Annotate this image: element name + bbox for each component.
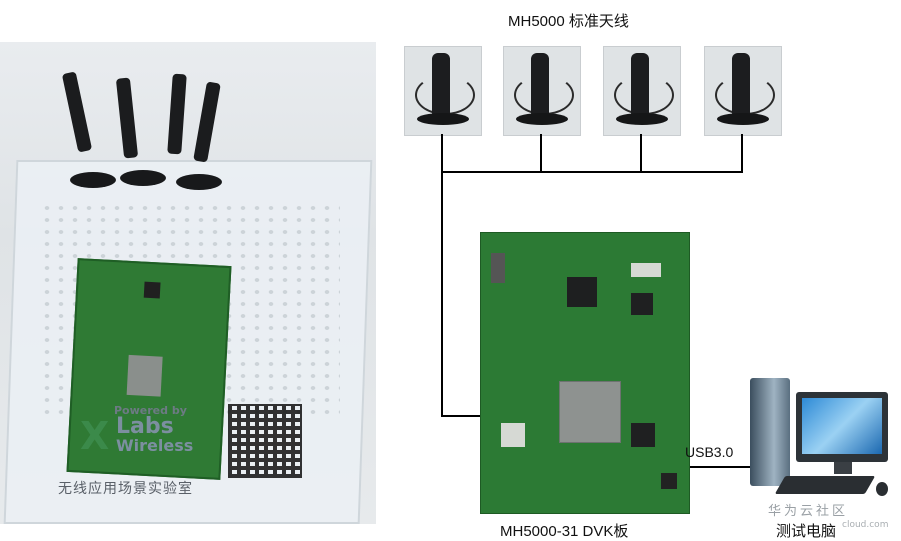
pc-mouse bbox=[876, 482, 888, 496]
antenna-image bbox=[603, 46, 681, 136]
board-label: MH5000-31 DVK板 bbox=[500, 523, 629, 540]
antenna-feed-line bbox=[441, 171, 443, 417]
board-component bbox=[501, 423, 525, 447]
board-module-shield bbox=[559, 381, 621, 443]
board-component bbox=[631, 423, 655, 447]
logo-wireless-text: Wireless bbox=[116, 436, 194, 455]
photo-antenna-base bbox=[120, 170, 166, 186]
antenna-stick bbox=[631, 53, 649, 115]
usb-line bbox=[680, 466, 750, 468]
board-processor-chip bbox=[567, 277, 597, 307]
watermark-url: cloud.com bbox=[842, 520, 889, 530]
diagram-title: MH5000 标准天线 bbox=[508, 13, 629, 30]
antenna-stick bbox=[432, 53, 450, 115]
logo-powered-text: Powered by bbox=[114, 404, 187, 417]
antenna-stick bbox=[531, 53, 549, 115]
antenna-feed-line bbox=[441, 415, 501, 417]
photo-antenna-base bbox=[70, 172, 116, 188]
photo-module-shield bbox=[126, 354, 163, 397]
photo-antenna bbox=[61, 71, 93, 153]
labs-wireless-logo: X Powered by Labs Wireless bbox=[80, 404, 230, 458]
photo-antenna-base bbox=[176, 174, 222, 190]
photo-antenna bbox=[167, 73, 187, 155]
antenna-image bbox=[704, 46, 782, 136]
antenna-stick bbox=[732, 53, 750, 115]
logo-mark: X bbox=[80, 414, 110, 458]
antenna-drop-line bbox=[741, 134, 743, 172]
photo-antenna bbox=[115, 77, 139, 159]
antenna-drop-line bbox=[441, 134, 443, 172]
watermark-text: 华为云社区 bbox=[768, 504, 849, 519]
antenna-drop-line bbox=[540, 134, 542, 172]
lab-photo: X Powered by Labs Wireless 无线应用场景实验室 bbox=[0, 42, 376, 524]
dvk-board-image bbox=[480, 232, 690, 514]
antenna-image bbox=[404, 46, 482, 136]
pc-screen bbox=[802, 398, 882, 454]
photo-antenna bbox=[193, 81, 221, 163]
photo-caption: 无线应用场景实验室 bbox=[58, 481, 193, 497]
board-component bbox=[661, 473, 677, 489]
board-component bbox=[631, 263, 661, 277]
board-component bbox=[491, 253, 505, 283]
antenna-image bbox=[503, 46, 581, 136]
pc-label: 测试电脑 bbox=[776, 523, 837, 540]
logo-labs-text: Labs bbox=[116, 414, 174, 439]
antenna-base bbox=[516, 113, 568, 125]
antenna-bus-line bbox=[441, 171, 743, 173]
antenna-base bbox=[616, 113, 668, 125]
antenna-drop-line bbox=[640, 134, 642, 172]
board-component bbox=[631, 293, 653, 315]
pc-monitor bbox=[796, 392, 888, 462]
antenna-base bbox=[717, 113, 769, 125]
qr-code bbox=[228, 404, 302, 478]
pc-tower bbox=[750, 378, 790, 486]
pc-keyboard bbox=[774, 476, 876, 494]
usb-link-label: USB3.0 bbox=[685, 444, 734, 460]
antenna-base bbox=[417, 113, 469, 125]
pc-monitor-stand bbox=[834, 462, 852, 474]
photo-chip bbox=[143, 281, 161, 299]
test-pc-image bbox=[750, 378, 896, 510]
